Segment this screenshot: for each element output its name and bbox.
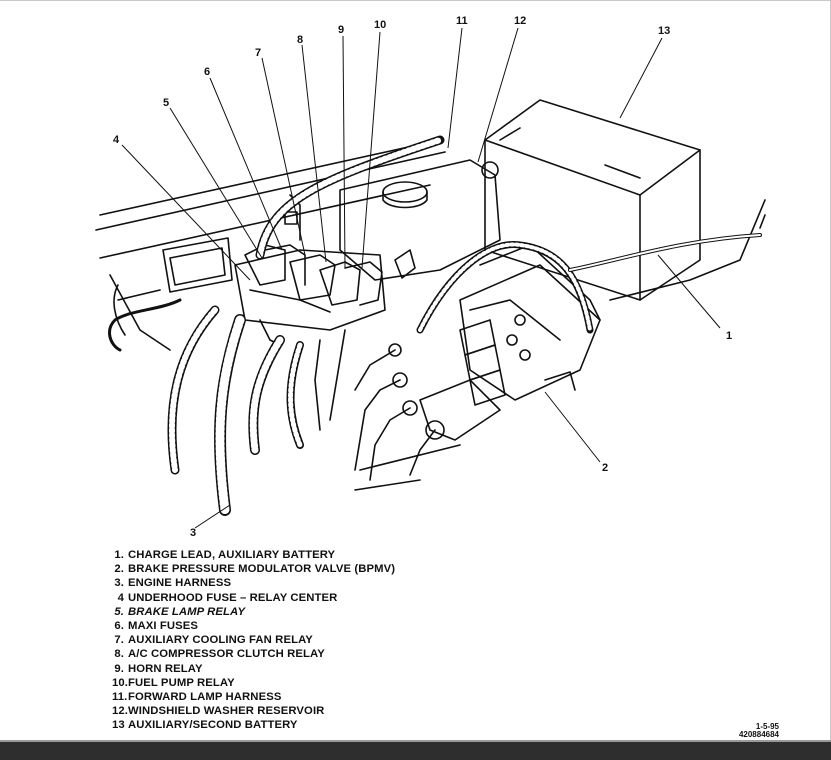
callout-1: 1 <box>726 330 733 342</box>
callout-8: 8 <box>297 34 304 46</box>
legend-item-text: ENGINE HARNESS <box>128 577 232 590</box>
legend-item-text: AUXILIARY COOLING FAN RELAY <box>128 634 313 647</box>
fender-line-upper <box>99 139 441 216</box>
callout-5: 5 <box>163 97 170 109</box>
legend-item-number: 10. <box>112 676 129 689</box>
legend-item-text: WINDSHIELD WASHER RESERVOIR <box>128 705 325 718</box>
legend-item: 10.FUEL PUMP RELAY <box>112 676 395 690</box>
legend-item-number: 11. <box>112 690 128 703</box>
callout-12: 12 <box>514 15 527 27</box>
legend-item-number: 7. <box>114 634 124 647</box>
figure-date: 1-5-95 <box>755 722 779 731</box>
auxiliary-battery <box>484 99 701 301</box>
legend-item-number: 8. <box>114 648 124 661</box>
legend-item: 11.FORWARD LAMP HARNESS <box>112 690 395 704</box>
window-bottom-bar <box>0 742 831 760</box>
legend-item-text: UNDERHOOD FUSE – RELAY CENTER <box>128 591 338 604</box>
legend-item: 9. HORN RELAY <box>112 662 395 676</box>
bpmv <box>388 244 601 441</box>
legend-item-number: 2. <box>114 563 124 576</box>
legend-item: 5. BRAKE LAMP RELAY <box>112 605 395 619</box>
legend-item-number: 3. <box>114 577 124 590</box>
legend-item: 1. CHARGE LEAD, AUXILIARY BATTERY <box>112 548 395 562</box>
legend-item-number: 9. <box>114 662 124 675</box>
callout-13: 13 <box>658 25 671 37</box>
legend-item-text: FUEL PUMP RELAY <box>128 676 235 689</box>
legend-item-text: BRAKE LAMP RELAY <box>128 605 246 618</box>
legend-item-number: 5. <box>114 605 124 618</box>
callout-2: 2 <box>602 462 609 474</box>
legend-item-text: HORN RELAY <box>128 662 203 675</box>
window-bottom-border <box>0 740 831 742</box>
component-legend: 1. CHARGE LEAD, AUXILIARY BATTERY 2. BRAKE… <box>112 548 395 732</box>
callout-11: 11 <box>456 15 468 27</box>
window-top-border <box>0 0 831 1</box>
legend-item: 8. A/C COMPRESSOR CLUTCH RELAY <box>112 647 395 661</box>
legend-item-number: 4 <box>117 591 124 604</box>
callout-7: 7 <box>255 47 262 59</box>
legend-item-number: 6. <box>114 619 124 632</box>
callout-6: 6 <box>204 66 211 78</box>
legend-item-text: MAXI FUSES <box>128 619 199 632</box>
legend-item-text: AUXILIARY/SECOND BATTERY <box>128 719 298 732</box>
legend-item-number: 12. <box>112 705 129 718</box>
callout-10: 10 <box>374 19 387 31</box>
engine-bay-illustration <box>95 27 766 529</box>
callout-4: 4 <box>113 134 120 146</box>
legend-item-text: CHARGE LEAD, AUXILIARY BATTERY <box>128 549 336 561</box>
legend-item: 12.WINDSHIELD WASHER RESERVOIR <box>112 704 395 718</box>
legend-item: 6. MAXI FUSES <box>112 619 395 633</box>
legend-item-text: FORWARD LAMP HARNESS <box>128 690 282 703</box>
legend-item: 4 UNDERHOOD FUSE – RELAY CENTER <box>112 591 395 605</box>
washer-reservoir <box>339 159 501 281</box>
legend-item-text: A/C COMPRESSOR CLUTCH RELAY <box>128 648 325 661</box>
callout-3: 3 <box>190 527 197 539</box>
figure-id: 420884684 <box>738 730 779 739</box>
legend-item: 7. AUXILIARY COOLING FAN RELAY <box>112 633 395 647</box>
callout-9: 9 <box>338 24 345 36</box>
legend-item: 2. BRAKE PRESSURE MODULATOR VALVE (BPMV) <box>112 562 395 576</box>
legend-item: 3. ENGINE HARNESS <box>112 576 395 590</box>
legend-item-text: BRAKE PRESSURE MODULATOR VALVE (BPMV) <box>128 563 396 576</box>
legend-item-number: 1. <box>114 549 124 561</box>
legend-item-number: 13 <box>112 719 125 732</box>
